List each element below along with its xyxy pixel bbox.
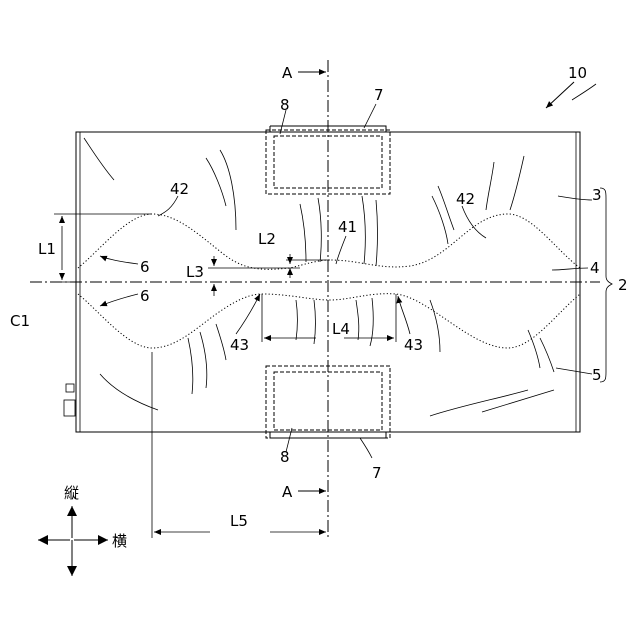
label-5: 5 <box>592 366 602 384</box>
boundary-curve-upper <box>78 214 580 269</box>
label-6-upper: 6 <box>140 258 150 276</box>
brace-2 <box>600 188 612 382</box>
label-42-right: 42 <box>456 190 475 208</box>
wrinkle-lines <box>84 138 554 416</box>
dimension-L1: L1 <box>38 214 152 282</box>
label-43-right: 43 <box>404 336 423 354</box>
label-10: 10 <box>568 64 587 82</box>
label-2: 2 <box>618 276 628 294</box>
dimension-L5: L5 <box>152 352 326 538</box>
label-4: 4 <box>590 259 600 277</box>
label-8-bottom: 8 <box>280 448 290 466</box>
direction-indicator: 縦 横 <box>38 484 127 576</box>
label-7-top: 7 <box>374 86 384 104</box>
label-L4: L4 <box>332 320 350 338</box>
label-8-top: 8 <box>280 96 290 114</box>
label-A-top: A <box>282 64 293 82</box>
label-42-left: 42 <box>170 180 189 198</box>
arrow-ref-10 <box>546 82 574 108</box>
dimension-L3: L3 <box>186 256 300 296</box>
label-3: 3 <box>592 186 602 204</box>
dimension-L2: L2 <box>258 230 330 278</box>
label-43-left: 43 <box>230 336 249 354</box>
leader-lines <box>100 84 596 458</box>
label-dir-horizontal: 横 <box>112 532 127 550</box>
label-L2: L2 <box>258 230 276 248</box>
boundary-curve-lower <box>78 294 580 348</box>
label-dir-vertical: 縦 <box>64 484 79 502</box>
label-L3: L3 <box>186 263 204 281</box>
dimension-L4: L4 <box>262 294 396 342</box>
label-A-bottom: A <box>282 483 293 501</box>
label-C1: C1 <box>10 312 30 330</box>
label-L5: L5 <box>230 512 248 530</box>
label-L1: L1 <box>38 240 56 258</box>
label-6-lower: 6 <box>140 287 150 305</box>
label-41: 41 <box>338 218 357 236</box>
label-7-bottom: 7 <box>372 464 382 482</box>
